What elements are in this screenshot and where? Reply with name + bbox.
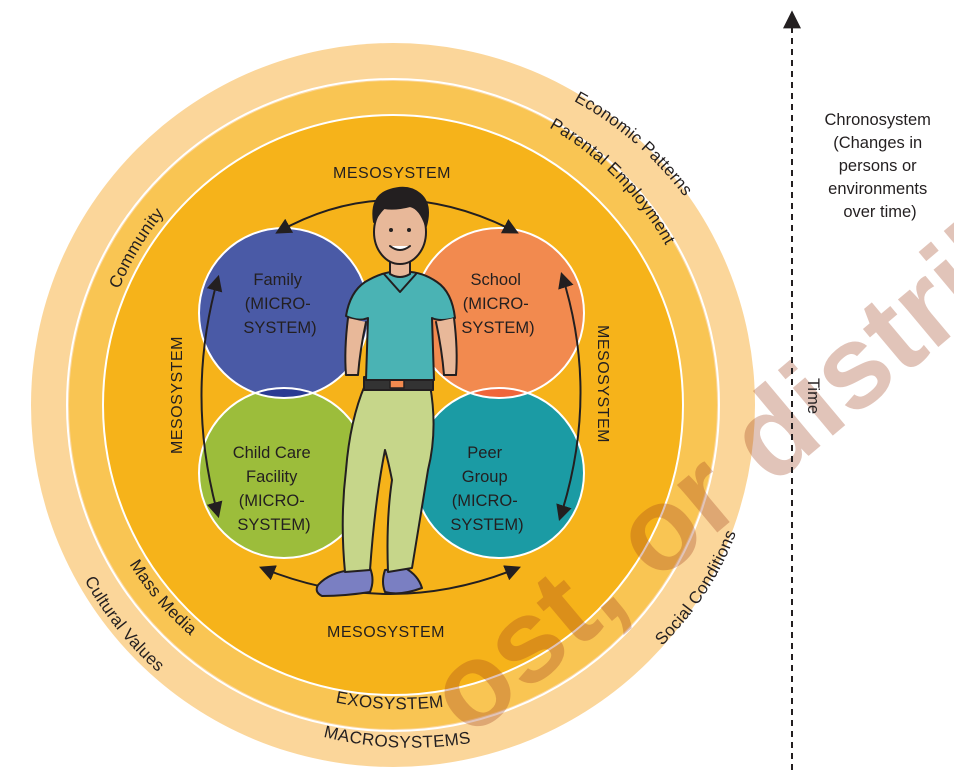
- mesosystem-label-top: MESOSYSTEM: [333, 165, 451, 182]
- mesosystem-arrow-left: [200, 274, 223, 519]
- childcare-label: Child Care Facility (MICRO- SYSTEM): [233, 444, 316, 534]
- mesosystem-label-bottom: MESOSYSTEM: [327, 624, 445, 641]
- time-label: Time: [804, 378, 822, 414]
- mesosystem-arrow-right: [556, 271, 582, 522]
- childcare-circle: [199, 388, 369, 558]
- family-label: Family (MICRO- SYSTEM): [243, 271, 316, 337]
- chronosystem-label: Chronosystem (Changes in persons or envi…: [825, 111, 936, 221]
- peer-group-label: Peer Group (MICRO- SYSTEM): [450, 444, 523, 534]
- child-illustration: [315, 186, 458, 597]
- peer-group-circle: [414, 388, 584, 558]
- macrosystem-ring-border: [66, 78, 720, 732]
- mesosystem-label-left: MESOSYSTEM: [169, 336, 186, 454]
- school-label: School (MICRO- SYSTEM): [461, 271, 534, 337]
- mesosystem-label-right: MESOSYSTEM: [594, 325, 611, 443]
- family-circle: [199, 228, 369, 398]
